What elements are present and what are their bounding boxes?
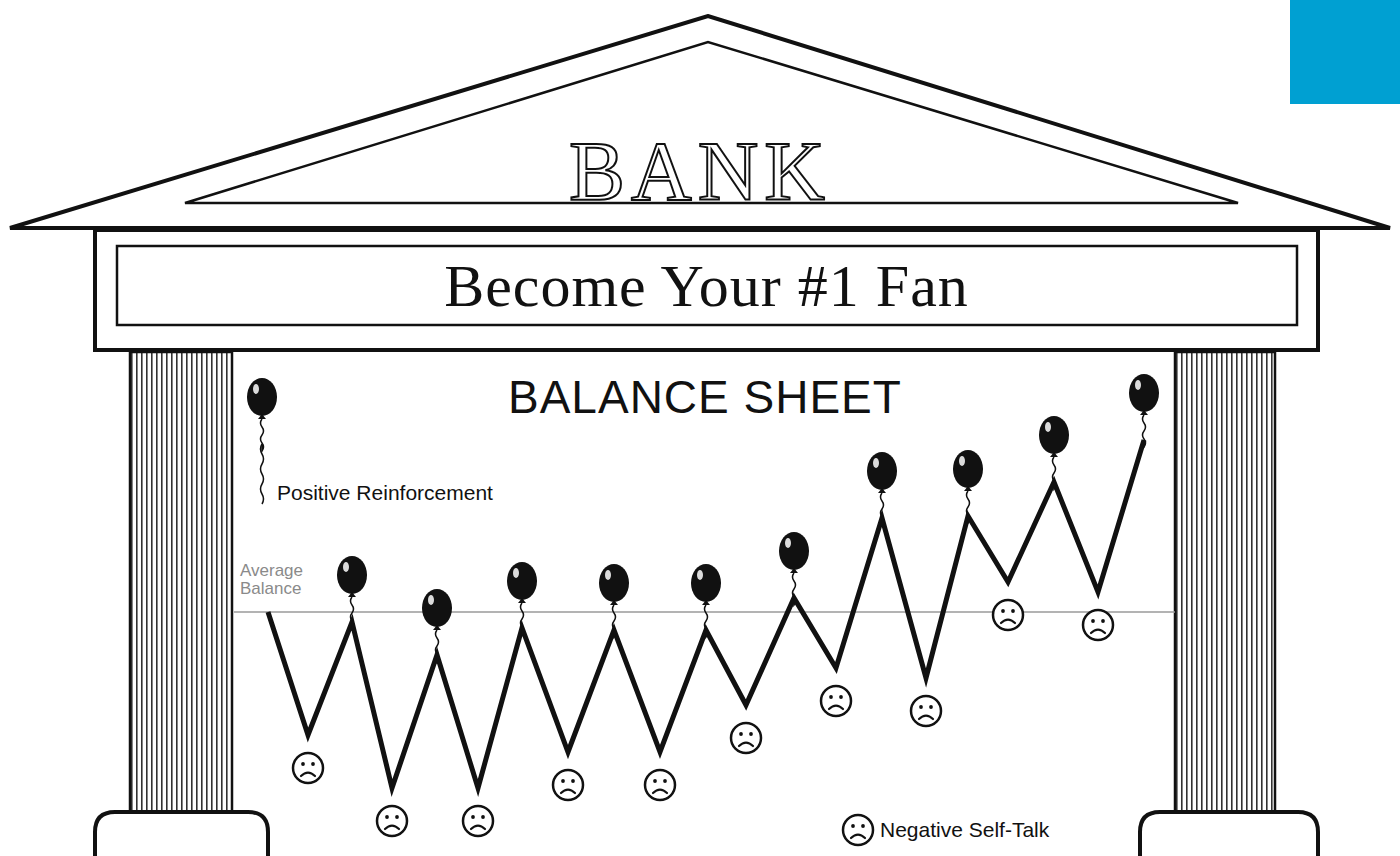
balloon (507, 562, 537, 635)
chart-title: BALANCE SHEET (508, 372, 902, 423)
balloon (422, 589, 452, 662)
legend-label: Negative Self-Talk (880, 817, 1049, 842)
frieze: Become Your #1 Fan (93, 228, 1320, 352)
balloon (599, 564, 629, 637)
legend-balloon (247, 378, 277, 451)
frown-face (821, 686, 851, 716)
balloon (1129, 374, 1159, 447)
balloon (691, 564, 721, 637)
column-base (95, 812, 1318, 856)
balloon-string (261, 444, 264, 504)
node-label: BANK (569, 126, 831, 218)
pediment-outline (10, 16, 1390, 228)
frown-face (293, 753, 323, 783)
column (130, 352, 1275, 814)
frown-face (553, 770, 583, 800)
text-area: BANK (8, 122, 1392, 222)
balance-zigzag (268, 440, 1144, 788)
frown-face (1083, 610, 1113, 640)
node-label: Become Your #1 Fan (444, 253, 969, 319)
frown-face (993, 600, 1023, 630)
text-area: Become Your #1 Fan (93, 246, 1320, 325)
balloon (337, 556, 367, 629)
balloon (779, 532, 809, 605)
frieze-outline (95, 230, 1318, 350)
frown-face (731, 723, 761, 753)
frown-face (377, 806, 407, 836)
frown-markers (293, 600, 1113, 836)
balloon (953, 450, 983, 523)
pediment: BANK (8, 14, 1392, 230)
corner-tab (1290, 0, 1400, 104)
balloon (867, 452, 897, 525)
legend-frown (843, 815, 873, 845)
legend-label: Positive Reinforcement (277, 480, 493, 505)
axis-note: Average Balance (240, 562, 332, 598)
legend-icons (247, 378, 873, 845)
frown-face (911, 696, 941, 726)
frieze-inner (117, 246, 1297, 325)
balloon (1039, 416, 1069, 489)
frown-face (463, 806, 493, 836)
frown-face (645, 770, 675, 800)
